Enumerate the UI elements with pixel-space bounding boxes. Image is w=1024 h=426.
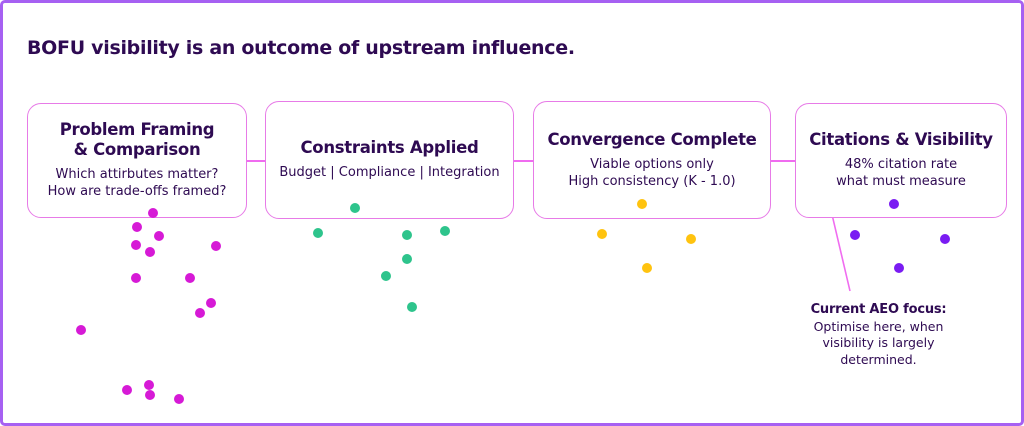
stage-box-problem-framing: Problem Framing & Comparison Which attir… bbox=[27, 103, 247, 218]
annotation-body: Optimise here, when visibility is largel… bbox=[813, 318, 944, 367]
constraints-dot bbox=[402, 230, 412, 240]
constraints-dot bbox=[407, 302, 417, 312]
page-title: BOFU visibility is an outcome of upstrea… bbox=[27, 37, 575, 59]
constraints-dot bbox=[402, 254, 412, 264]
connector-line-3 bbox=[753, 160, 801, 162]
stage-title: Problem Framing & Comparison bbox=[59, 119, 215, 160]
connector-line-2 bbox=[502, 160, 550, 162]
stage-box-constraints-applied: Constraints Applied Budget | Compliance … bbox=[265, 101, 514, 219]
convergence-dot bbox=[686, 234, 696, 244]
stage-subtitle: Viable options only High consistency (K … bbox=[568, 156, 736, 189]
convergence-dot bbox=[597, 229, 607, 239]
citations-dot bbox=[894, 263, 904, 273]
problem-framing-dot bbox=[122, 385, 132, 395]
problem-framing-dot bbox=[185, 273, 195, 283]
stage-title: Convergence Complete bbox=[547, 129, 757, 149]
constraints-dot bbox=[440, 226, 450, 236]
problem-framing-dot bbox=[76, 325, 86, 335]
stage-title: Citations & Visibility bbox=[809, 130, 993, 150]
problem-framing-dot bbox=[154, 231, 164, 241]
constraints-dot bbox=[313, 228, 323, 238]
problem-framing-dot bbox=[211, 241, 221, 251]
problem-framing-dot bbox=[206, 298, 216, 308]
aeo-focus-annotation: Current AEO focus: Optimise here, when v… bbox=[801, 301, 956, 368]
problem-framing-dot bbox=[144, 380, 154, 390]
citations-dot bbox=[940, 234, 950, 244]
stage-box-citations-visibility: Citations & Visibility 48% citation rate… bbox=[795, 103, 1007, 218]
problem-framing-dot bbox=[195, 308, 205, 318]
annotation-title: Current AEO focus: bbox=[810, 302, 947, 317]
constraints-dot bbox=[381, 271, 391, 281]
stage-title: Constraints Applied bbox=[300, 137, 479, 157]
stage-box-convergence-complete: Convergence Complete Viable options only… bbox=[533, 101, 771, 219]
problem-framing-dot bbox=[145, 390, 155, 400]
problem-framing-dot bbox=[174, 394, 184, 404]
problem-framing-dot bbox=[145, 247, 155, 257]
stage-subtitle: Budget | Compliance | Integration bbox=[279, 165, 500, 181]
citations-dot bbox=[850, 230, 860, 240]
convergence-dot bbox=[642, 263, 652, 273]
stage-subtitle: Which attirbutes matter? How are trade-o… bbox=[47, 167, 227, 200]
problem-framing-dot bbox=[131, 273, 141, 283]
problem-framing-dot bbox=[132, 222, 142, 232]
annotation-connector-line bbox=[829, 205, 851, 292]
problem-framing-dot bbox=[131, 240, 141, 250]
stage-subtitle: 48% citation rate what must measure bbox=[836, 157, 966, 190]
